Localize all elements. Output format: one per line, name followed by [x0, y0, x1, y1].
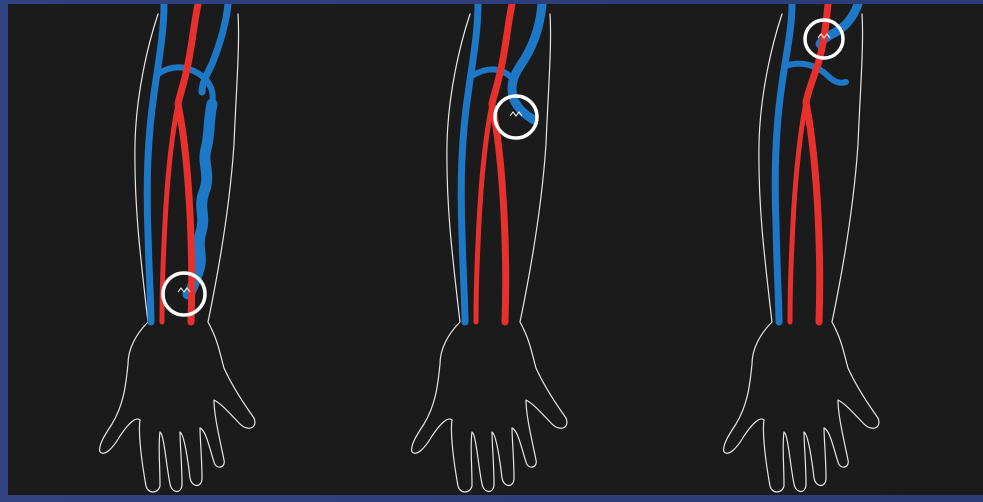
ulnar-artery — [476, 104, 492, 322]
arm-figure-2 — [412, 4, 567, 492]
arm-outline — [724, 14, 879, 492]
radial-artery — [806, 102, 820, 322]
arm-outline — [412, 14, 567, 492]
illustration-panel — [8, 4, 983, 495]
arm-outline — [100, 14, 255, 492]
radial-artery — [492, 104, 506, 322]
arm-figure-3 — [724, 4, 879, 492]
arm-illustrations — [8, 4, 983, 495]
basilic-vein — [512, 4, 542, 120]
arm-figure-1 — [100, 4, 255, 492]
connecting-vein — [472, 69, 512, 78]
brachial-artery — [178, 4, 198, 104]
ulnar-artery — [790, 102, 806, 322]
